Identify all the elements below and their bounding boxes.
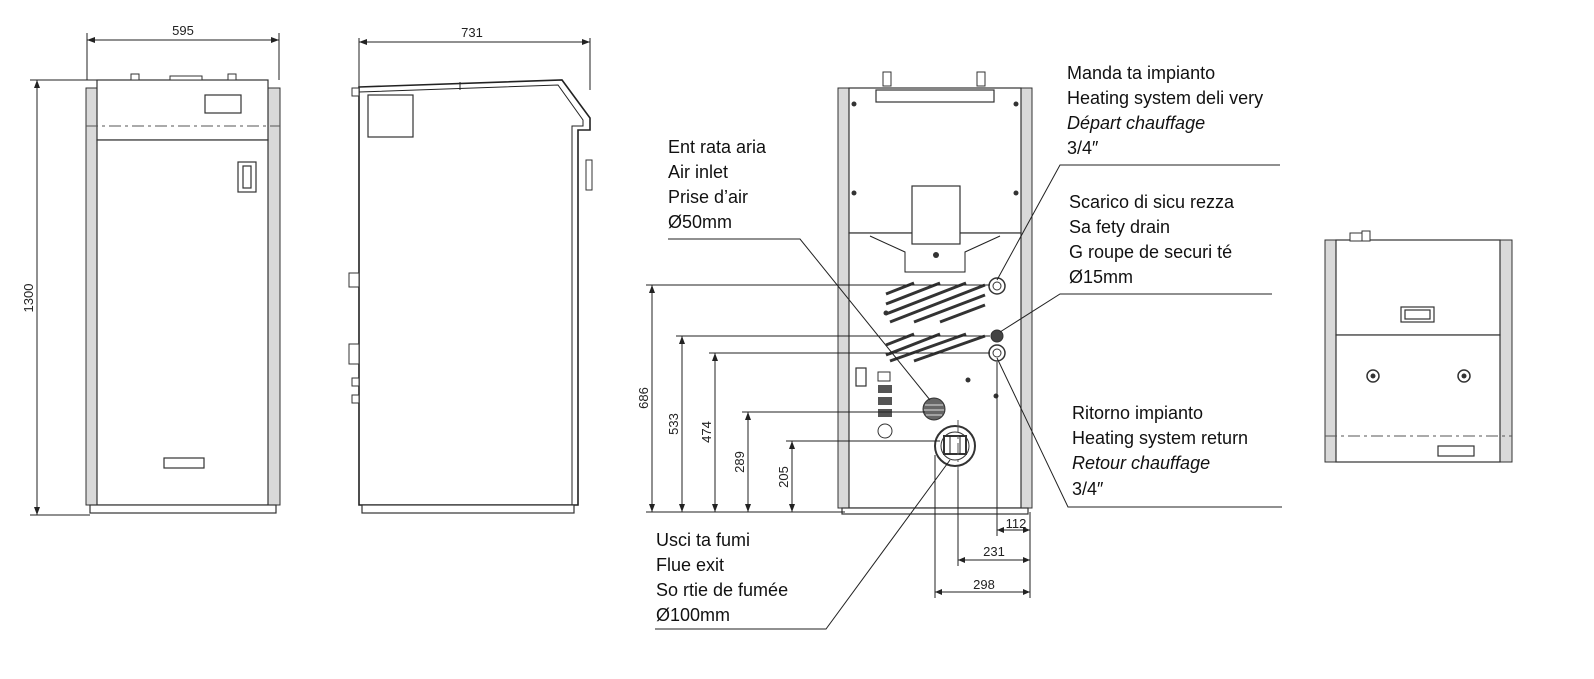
heating-delivery-it: Manda ta impianto bbox=[1067, 63, 1215, 83]
heating-return-en: Heating system return bbox=[1072, 428, 1248, 448]
rear-vertical-dimensions: 686 533 474 289 205 bbox=[636, 284, 990, 513]
dim-side-depth: 731 bbox=[461, 25, 483, 40]
flue-exit-fr: So rtie de fumée bbox=[656, 580, 788, 600]
label-safety-drain: Scarico di sicu rezza Sa fety drain G ro… bbox=[1069, 192, 1235, 287]
label-heating-return: Ritorno impianto Heating system return R… bbox=[1072, 403, 1248, 499]
dim-686: 686 bbox=[636, 387, 651, 409]
label-flue-exit: Usci ta fumi Flue exit So rtie de fumée … bbox=[656, 530, 788, 625]
rear-view bbox=[837, 71, 1033, 515]
flue-exit-en: Flue exit bbox=[656, 555, 724, 575]
safety-drain-en: Sa fety drain bbox=[1069, 217, 1170, 237]
flue-exit-size: Ø100mm bbox=[656, 605, 730, 625]
heating-delivery-size: 3/4″ bbox=[1067, 138, 1099, 158]
dim-205: 205 bbox=[776, 466, 791, 488]
heating-return-size: 3/4″ bbox=[1072, 479, 1104, 499]
heating-delivery-fr: Départ chauffage bbox=[1067, 113, 1205, 133]
top-view bbox=[1324, 230, 1513, 463]
dim-front-width: 595 bbox=[172, 23, 194, 38]
air-inlet-size: Ø50mm bbox=[668, 212, 732, 232]
dim-298: 298 bbox=[973, 577, 995, 592]
rear-horizontal-dimensions: 112 231 298 bbox=[934, 362, 1031, 598]
label-heating-delivery: Manda ta impianto Heating system deli ve… bbox=[1067, 63, 1263, 158]
front-view: 595 1300 bbox=[21, 23, 281, 516]
flue-exit-it: Usci ta fumi bbox=[656, 530, 750, 550]
air-inlet-fr: Prise d’air bbox=[668, 187, 748, 207]
heating-return-it: Ritorno impianto bbox=[1072, 403, 1203, 423]
dim-height: 1300 bbox=[21, 284, 36, 313]
ventilation-grille bbox=[885, 281, 986, 363]
heating-delivery-en: Heating system deli very bbox=[1067, 88, 1263, 108]
dim-112: 112 bbox=[1006, 516, 1027, 531]
leader-lines bbox=[655, 164, 1282, 630]
safety-drain-fr: G roupe de securi té bbox=[1069, 242, 1232, 262]
dim-289: 289 bbox=[732, 451, 747, 473]
dim-533: 533 bbox=[666, 413, 681, 435]
dim-474: 474 bbox=[699, 421, 714, 443]
heating-return-fr: Retour chauffage bbox=[1072, 453, 1210, 473]
dim-231: 231 bbox=[983, 544, 1005, 559]
side-view: 731 bbox=[348, 25, 593, 514]
air-inlet-it: Ent rata aria bbox=[668, 137, 767, 157]
safety-drain-it: Scarico di sicu rezza bbox=[1069, 192, 1235, 212]
label-air-inlet: Ent rata aria Air inlet Prise d’air Ø50m… bbox=[668, 137, 767, 232]
air-inlet-en: Air inlet bbox=[668, 162, 728, 182]
safety-drain-size: Ø15mm bbox=[1069, 267, 1133, 287]
